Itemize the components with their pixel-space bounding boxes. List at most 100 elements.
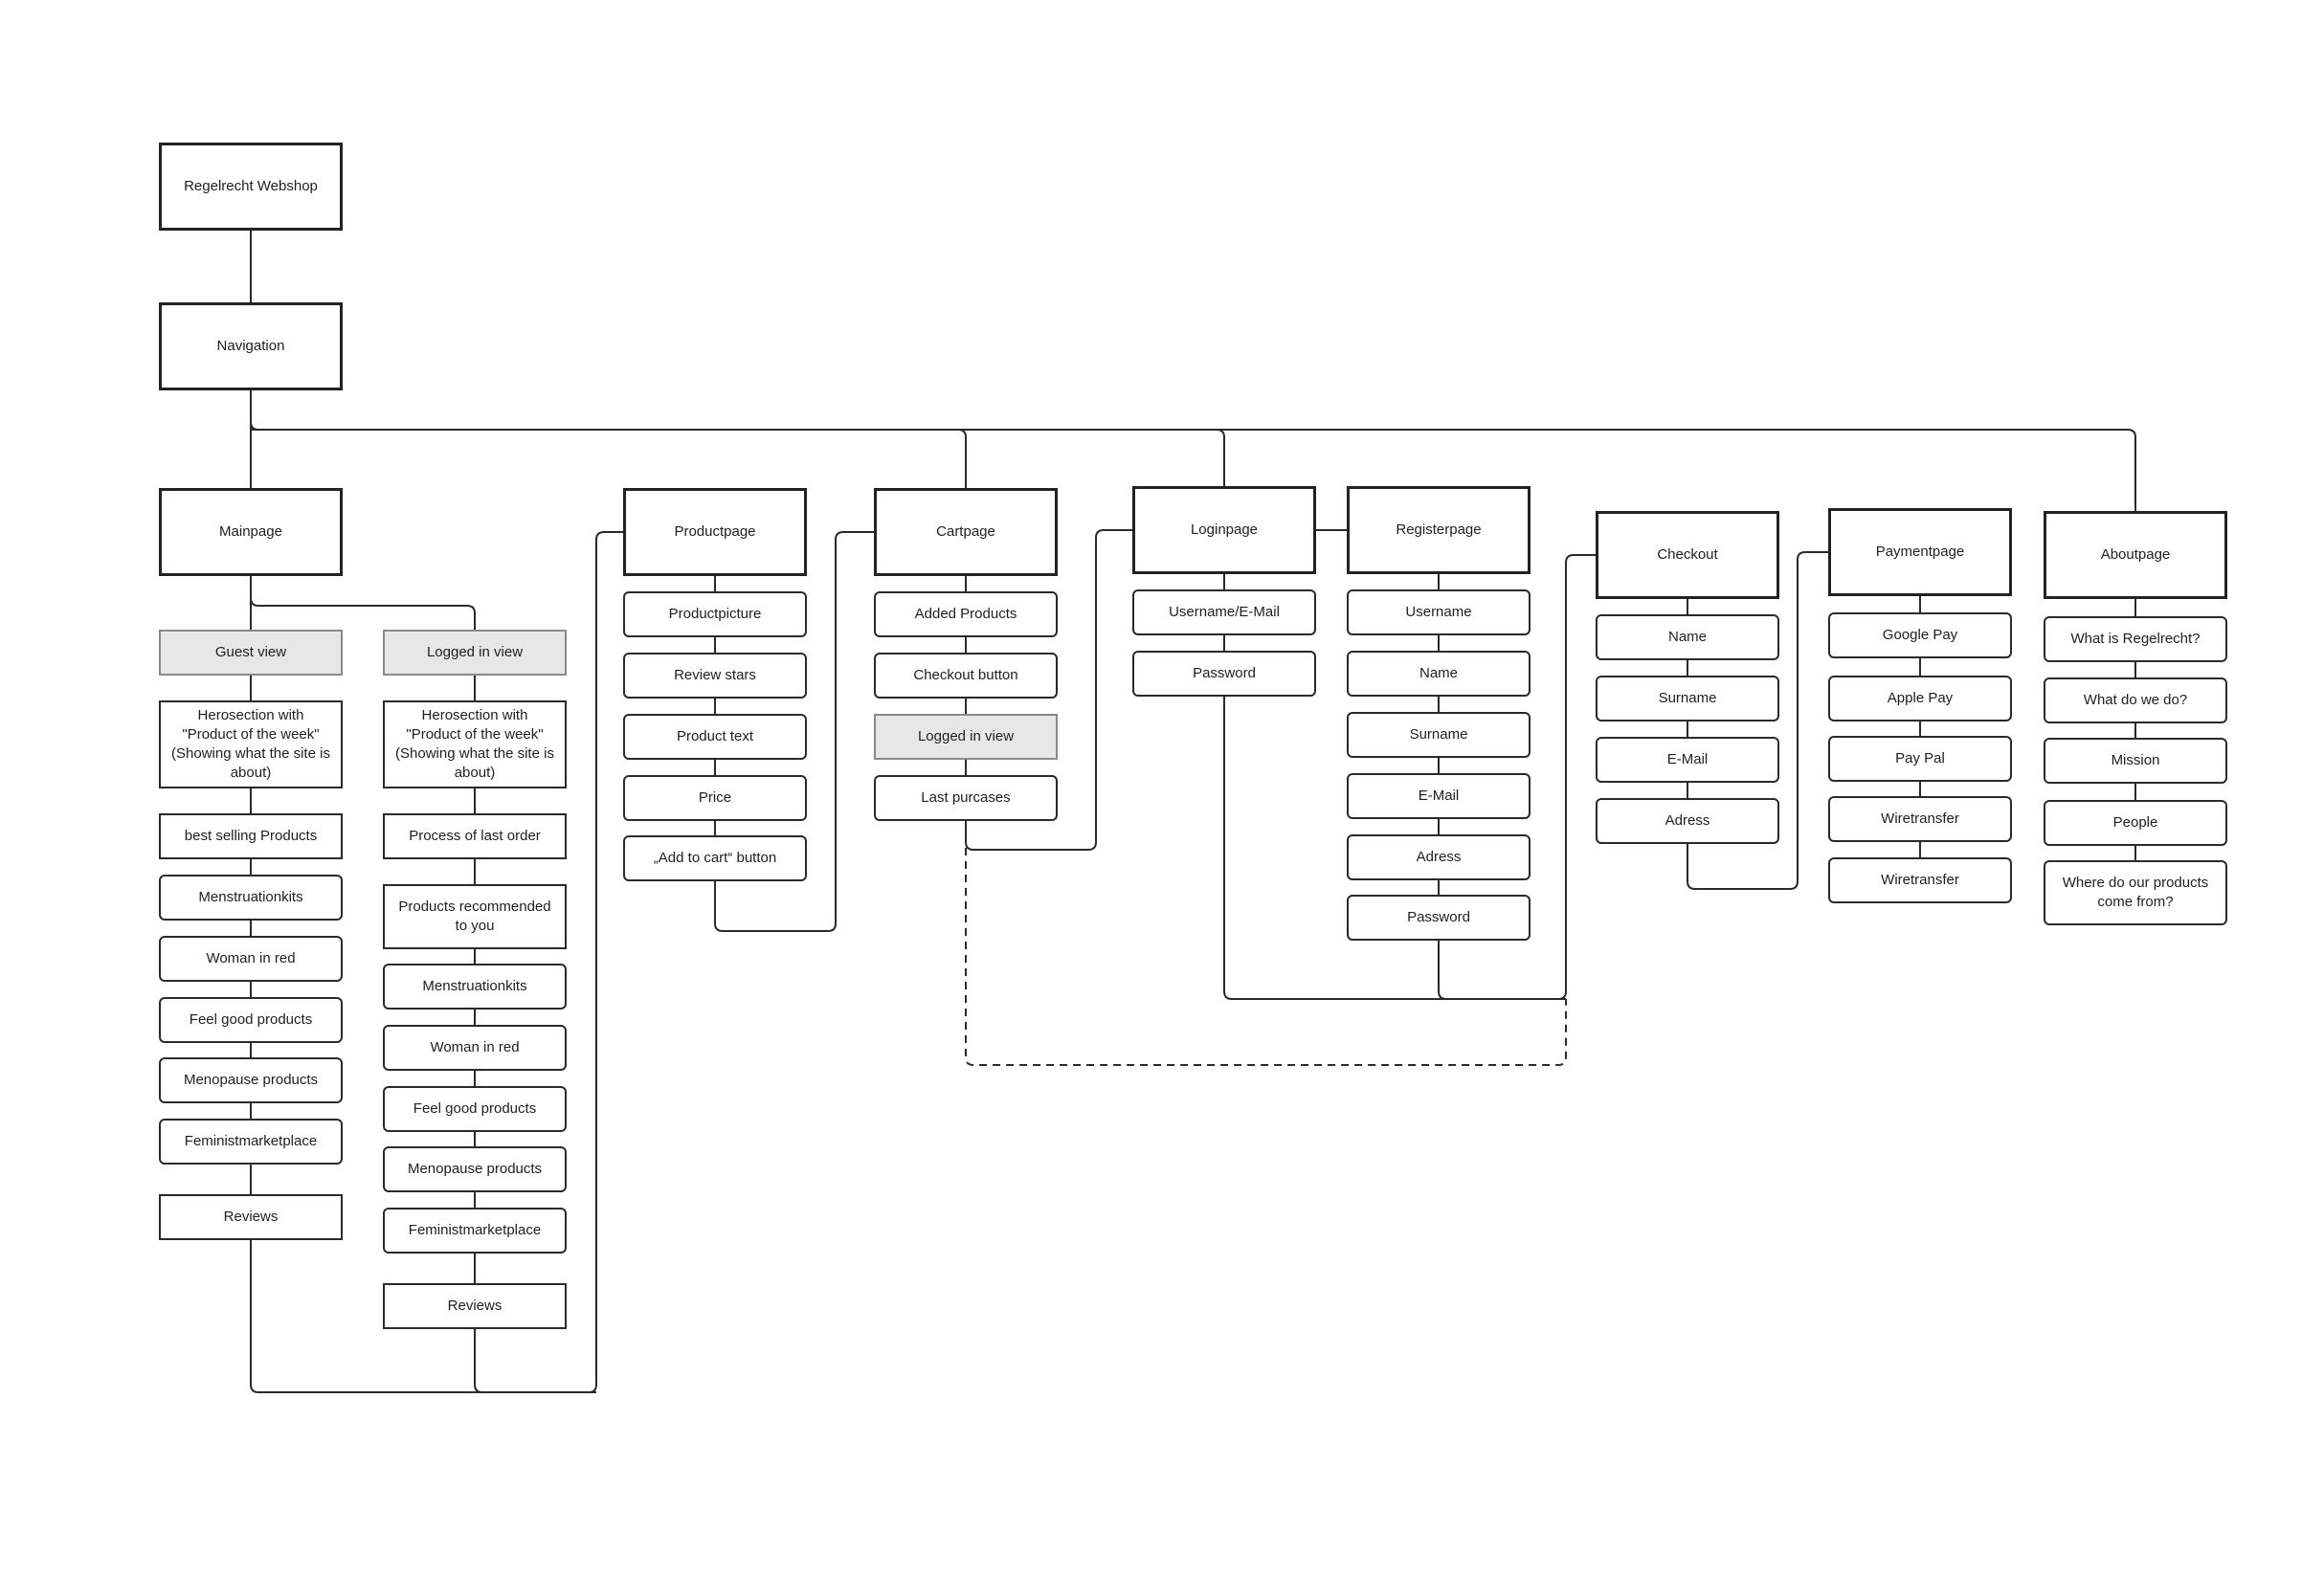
node-loginpage: Loginpage <box>1132 486 1316 574</box>
node-label: Checkout button <box>913 667 1018 683</box>
node-paymentpage: Paymentpage <box>1828 508 2012 596</box>
node-pay-wiretransfer-1: Wiretransfer <box>1828 796 2012 842</box>
node-label: Productpage <box>674 523 756 540</box>
node-mainpage: Mainpage <box>159 488 343 576</box>
node-label: Feministmarketplace <box>408 1222 542 1238</box>
node-r-username: Username <box>1347 589 1531 635</box>
node-label: Guest view <box>214 644 287 660</box>
node-checkout: Checkout <box>1596 511 1779 599</box>
node-g-menstruationkits: Menstruationkits <box>159 875 343 921</box>
node-label: Menstruationkits <box>422 978 527 994</box>
node-label: Paymentpage <box>1875 544 1965 560</box>
node-a-mission: Mission <box>2044 738 2227 784</box>
node-c-last-purcases: Last purcases <box>874 775 1058 821</box>
node-guest-view: Guest view <box>159 630 343 676</box>
node-label: Productpicture <box>668 606 762 622</box>
node-p-add-to-cart: „Add to cart“ button <box>623 835 807 881</box>
edge-cartpage-to-checkout <box>965 821 1567 1066</box>
node-label: Surname <box>1658 690 1717 706</box>
node-l-menstruationkits: Menstruationkits <box>383 964 567 1010</box>
node-navigation: Navigation <box>159 302 343 390</box>
node-label: Last purcases <box>921 789 1011 806</box>
edge-navigation-to-aboutpage <box>251 429 2136 511</box>
node-label: Checkout <box>1657 546 1718 563</box>
node-label: Logged in view <box>917 728 1015 744</box>
node-label: Where do our products come from? <box>2062 875 2209 910</box>
node-label: Adress <box>1665 812 1710 829</box>
node-lp-password: Password <box>1132 651 1316 697</box>
node-pay-paypal: Pay Pal <box>1828 736 2012 782</box>
node-label: „Add to cart“ button <box>653 850 777 866</box>
node-l-hero: Herosection with "Product of the week" (… <box>383 700 567 788</box>
node-label: Process of last order <box>409 828 541 844</box>
node-r-surname: Surname <box>1347 712 1531 758</box>
node-p-picture: Productpicture <box>623 591 807 637</box>
edge-cartpage-to-loginpage <box>965 529 1132 851</box>
node-label: Google Pay <box>1882 627 1958 643</box>
node-a-what-do: What do we do? <box>2044 677 2227 723</box>
node-co-adress: Adress <box>1596 798 1779 844</box>
node-l-woman-in-red: Woman in red <box>383 1025 567 1071</box>
node-label: Regelrecht Webshop <box>184 178 318 194</box>
node-label: Mainpage <box>219 523 282 540</box>
node-registerpage: Registerpage <box>1347 486 1531 574</box>
edge-checkout-to-paymentpage <box>1687 551 1828 890</box>
node-co-surname: Surname <box>1596 676 1779 721</box>
node-label: Navigation <box>216 338 285 354</box>
node-label: Review stars <box>674 667 756 683</box>
node-label: Surname <box>1409 726 1468 743</box>
node-label: Menstruationkits <box>198 889 303 905</box>
node-label: E-Mail <box>1418 788 1460 804</box>
node-cartpage: Cartpage <box>874 488 1058 576</box>
node-label: Username <box>1405 604 1472 620</box>
node-pay-apple: Apple Pay <box>1828 676 2012 721</box>
node-l-feel-good: Feel good products <box>383 1086 567 1132</box>
node-label: Products recommended to you <box>398 899 551 934</box>
node-label: Logged in view <box>426 644 524 660</box>
edge-logged-in-view-main-to-productpage <box>474 1329 596 1393</box>
node-g-reviews: Reviews <box>159 1194 343 1240</box>
node-logged-in-view-main: Logged in view <box>383 630 567 676</box>
node-label: Apple Pay <box>1887 690 1954 706</box>
node-label: Added Products <box>914 606 1017 622</box>
node-label: Wiretransfer <box>1881 872 1959 888</box>
node-g-hero: Herosection with "Product of the week" (… <box>159 700 343 788</box>
node-label: Feministmarketplace <box>184 1133 318 1149</box>
node-productpage: Productpage <box>623 488 807 576</box>
node-label: Product text <box>676 728 754 744</box>
node-r-adress: Adress <box>1347 834 1531 880</box>
node-label: Reviews <box>447 1298 503 1314</box>
node-label: Loginpage <box>1190 522 1259 538</box>
edge-loginpage-to-checkout <box>1223 554 1596 1000</box>
node-l-process: Process of last order <box>383 813 567 859</box>
node-label: Menopause products <box>407 1161 543 1177</box>
node-r-password: Password <box>1347 895 1531 941</box>
node-c-checkout-button: Checkout button <box>874 653 1058 699</box>
node-label: Pay Pal <box>1895 750 1945 766</box>
node-g-best-selling: best selling Products <box>159 813 343 859</box>
node-co-name: Name <box>1596 614 1779 660</box>
node-label: Cartpage <box>936 523 995 540</box>
node-label: Price <box>698 789 732 806</box>
node-label: What is Regelrecht? <box>2070 631 2201 647</box>
node-r-name: Name <box>1347 651 1531 697</box>
node-pay-google: Google Pay <box>1828 612 2012 658</box>
node-a-what-is: What is Regelrecht? <box>2044 616 2227 662</box>
node-r-email: E-Mail <box>1347 773 1531 819</box>
node-lp-username: Username/E-Mail <box>1132 589 1316 635</box>
node-label: Herosection with "Product of the week" (… <box>171 707 330 781</box>
node-c-added: Added Products <box>874 591 1058 637</box>
node-webshop: Regelrecht Webshop <box>159 143 343 231</box>
node-g-feel-good: Feel good products <box>159 997 343 1043</box>
node-co-email: E-Mail <box>1596 737 1779 783</box>
node-l-reviews: Reviews <box>383 1283 567 1329</box>
node-p-review-stars: Review stars <box>623 653 807 699</box>
node-l-recommended: Products recommended to you <box>383 884 567 949</box>
node-label: best selling Products <box>184 828 318 844</box>
node-a-where: Where do our products come from? <box>2044 860 2227 925</box>
node-label: What do we do? <box>2083 692 2188 708</box>
node-label: E-Mail <box>1666 751 1709 767</box>
node-label: Name <box>1667 629 1707 645</box>
